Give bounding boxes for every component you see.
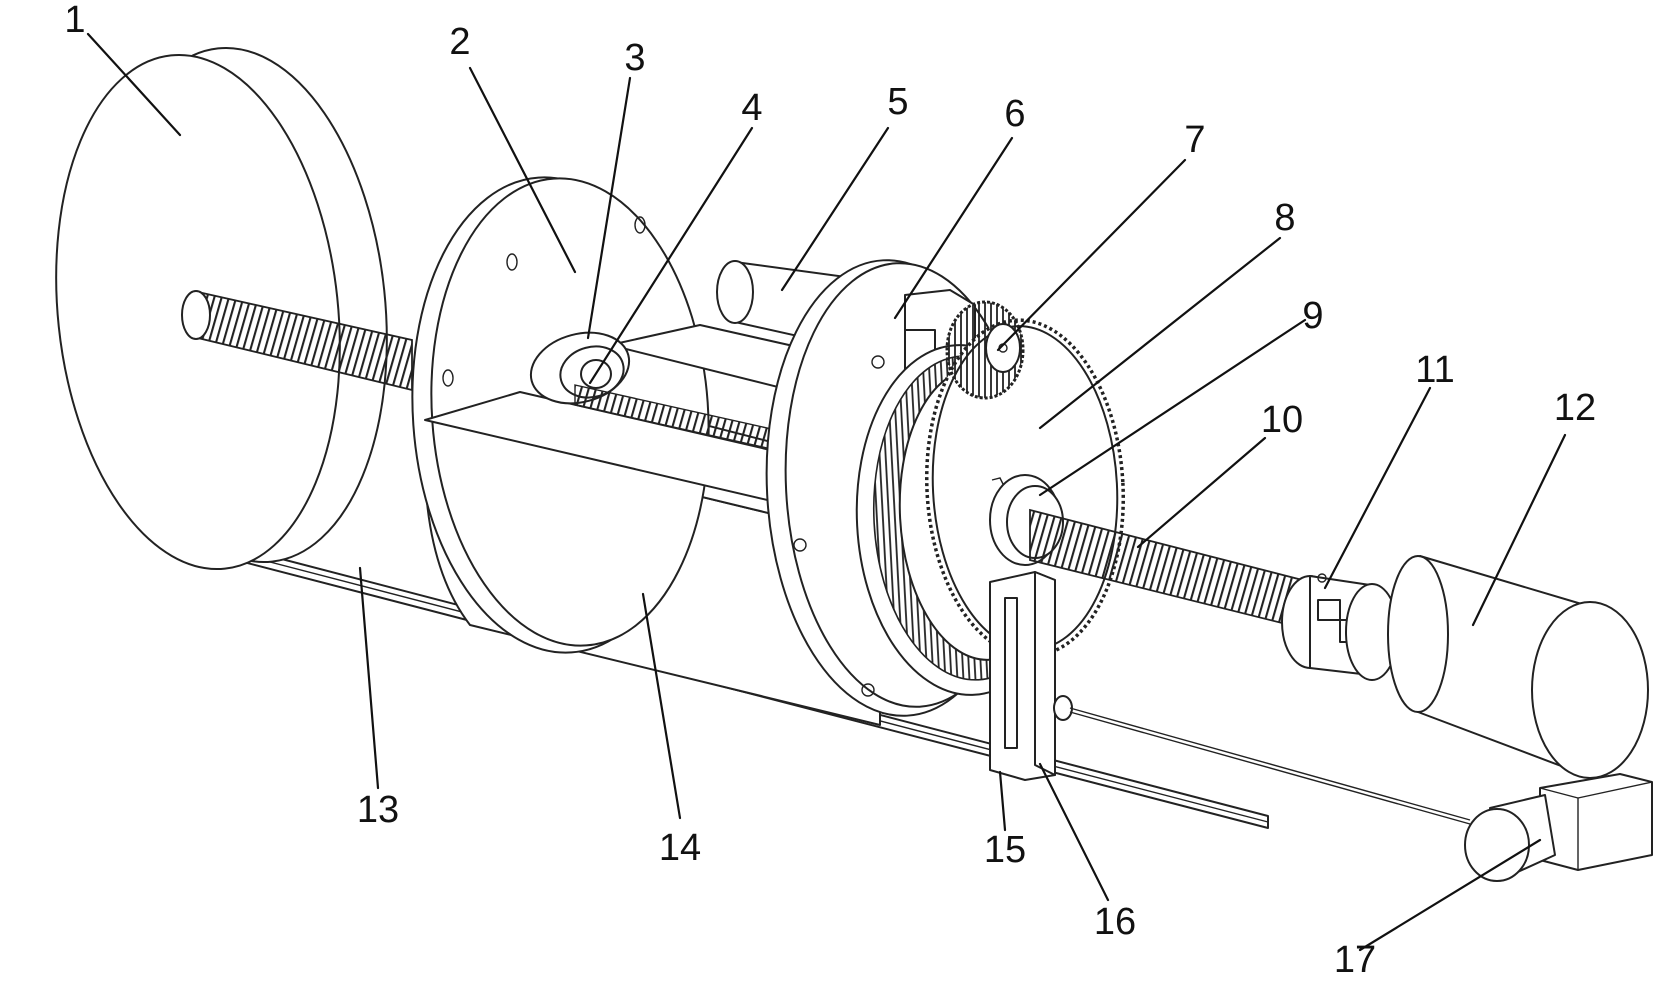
label-7: 7: [1184, 119, 1205, 161]
motor: [1387, 555, 1649, 779]
label-13: 13: [357, 789, 399, 831]
label-2: 2: [449, 21, 470, 63]
label-9: 9: [1302, 295, 1323, 337]
label-16: 16: [1094, 901, 1136, 943]
measuring-bracket: [989, 571, 1471, 825]
label-12: 12: [1554, 387, 1596, 429]
label-6: 6: [1004, 93, 1025, 135]
label-4: 4: [741, 87, 762, 129]
label-8: 8: [1274, 197, 1295, 239]
label-11: 11: [1415, 349, 1454, 391]
label-17: 17: [1334, 939, 1376, 981]
label-15: 15: [984, 829, 1026, 871]
left-lead-screw: [181, 290, 413, 392]
label-10: 10: [1261, 399, 1303, 441]
label-14: 14: [659, 827, 701, 869]
leader-lines: [86, 32, 1567, 952]
pinion-gear: [945, 300, 1025, 400]
sensor-unit: [1464, 773, 1653, 882]
label-5: 5: [887, 81, 908, 123]
label-3: 3: [624, 37, 645, 79]
shaft-coupling: [1281, 573, 1399, 681]
reference-labels: 1 2 3 4 5 6 7 8 9 10 11 12 13 14 15 16 1…: [64, 0, 1596, 981]
label-1: 1: [64, 0, 85, 41]
